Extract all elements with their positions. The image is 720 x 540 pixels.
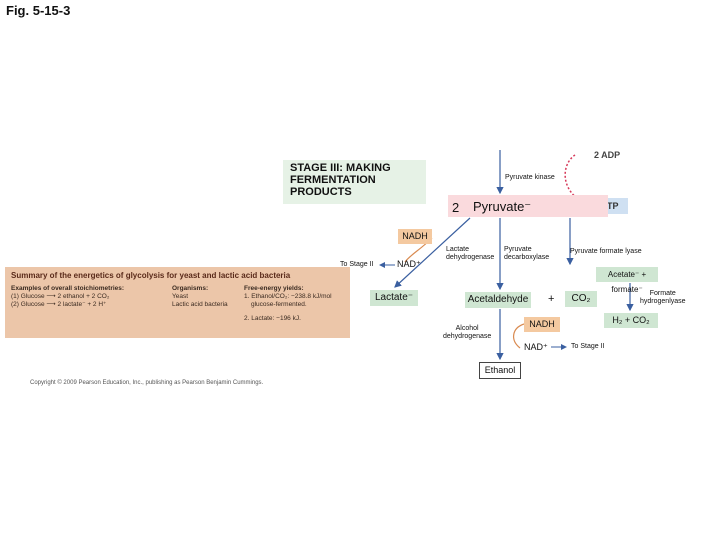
- enzyme-pfl: Pyruvate formate lyase: [570, 248, 642, 255]
- summary-col1-head: Examples of overall stoichiometries:: [11, 285, 125, 292]
- summary-col3-row3: 2. Lactate: −196 kJ.: [244, 315, 301, 322]
- summary-title: Summary of the energetics of glycolysis …: [11, 271, 291, 280]
- plus-sign: +: [548, 293, 555, 305]
- stage-title-line1: STAGE III: MAKING: [290, 162, 391, 174]
- enzyme-alcohol-dh: Alcohol dehydrogenase: [443, 325, 491, 341]
- figure-label: Fig. 5-15-3: [6, 3, 71, 18]
- summary-col1-row2: (2) Glucose ⟶ 2 lactate⁻ + 2 H⁺: [11, 301, 107, 308]
- adp-label: 2 ADP: [594, 150, 621, 160]
- enzyme-pyruvate-dc-line1: Pyruvate: [504, 246, 532, 253]
- stage-header-box: [283, 160, 426, 204]
- to-stage-left: To Stage II: [340, 261, 374, 268]
- pyruvate-coefficient: 2: [452, 200, 460, 215]
- to-stage-bottom: To Stage II: [571, 343, 605, 350]
- enzyme-pyruvate-kinase: Pyruvate kinase: [505, 174, 555, 181]
- stage-title: STAGE III: MAKING FERMENTATION PRODUCTS: [290, 162, 425, 198]
- summary-panel: [5, 267, 350, 338]
- summary-col3-row1: 1. Ethanol/CO₂: −238.8 kJ/mol: [244, 293, 332, 300]
- summary-col2-row1: Yeast: [172, 293, 189, 300]
- co2-box: CO₂: [565, 291, 597, 307]
- enzyme-lactate-dh-line1: Lactate: [446, 246, 469, 253]
- nadh-top: NADH: [398, 229, 432, 244]
- summary-col2-head: Organisms:: [172, 285, 209, 292]
- pyruvate-label: Pyruvate⁻: [473, 199, 532, 214]
- lactate-box: Lactate⁻: [370, 290, 418, 306]
- summary-col2-row2: Lactic acid bacteria: [172, 301, 228, 308]
- nadh-bottom: NADH: [524, 317, 560, 332]
- enzyme-fhl: Formate hydrogenlyase: [640, 290, 686, 306]
- summary-col3-row2: glucose-fermented.: [251, 301, 307, 308]
- enzyme-pyruvate-dc-line2: decarboxylase: [504, 254, 550, 261]
- copyright: Copyright © 2009 Pearson Education, Inc.…: [30, 380, 264, 386]
- nad-left: NAD⁺: [397, 259, 421, 269]
- summary-col1-row1: (1) Glucose ⟶ 2 ethanol + 2 CO₂: [11, 293, 110, 300]
- enzyme-fhl-line2: hydrogenlyase: [640, 298, 686, 305]
- ethanol-box: Ethanol: [479, 362, 521, 379]
- nad-bottom: NAD⁺: [524, 342, 548, 352]
- nadh-bottom-curve: [513, 323, 525, 349]
- enzyme-alcohol-dh-line2: dehydrogenase: [443, 333, 492, 340]
- summary-col3-head: Free-energy yields:: [244, 285, 304, 292]
- stage-title-line2: FERMENTATION: [290, 174, 376, 186]
- formate-box: Acetate⁻ + formate⁻: [596, 267, 658, 294]
- enzyme-pyruvate-dc: Pyruvate decarboxylase: [504, 246, 549, 262]
- summary-organisms: Organisms: Yeast Lactic acid bacteria: [172, 285, 242, 309]
- enzyme-fhl-line1: Formate: [649, 290, 676, 297]
- pyruvate-band: [448, 195, 608, 217]
- acetaldehyde-box: Acetaldehyde: [465, 292, 531, 308]
- stage-title-line3: PRODUCTS: [290, 186, 352, 198]
- enzyme-lactate-dh: Lactate dehydrogenase: [446, 246, 494, 262]
- enzyme-lactate-dh-line2: dehydrogenase: [446, 254, 495, 261]
- summary-free-energy: Free-energy yields: 1. Ethanol/CO₂: −238…: [244, 285, 348, 323]
- arrow-to-lactate: [394, 217, 471, 288]
- enzyme-alcohol-dh-line1: Alcohol: [455, 325, 479, 332]
- summary-stoichiometries: Examples of overall stoichiometries: (1)…: [11, 285, 171, 309]
- h2-co2-box: H₂ + CO₂: [604, 313, 658, 328]
